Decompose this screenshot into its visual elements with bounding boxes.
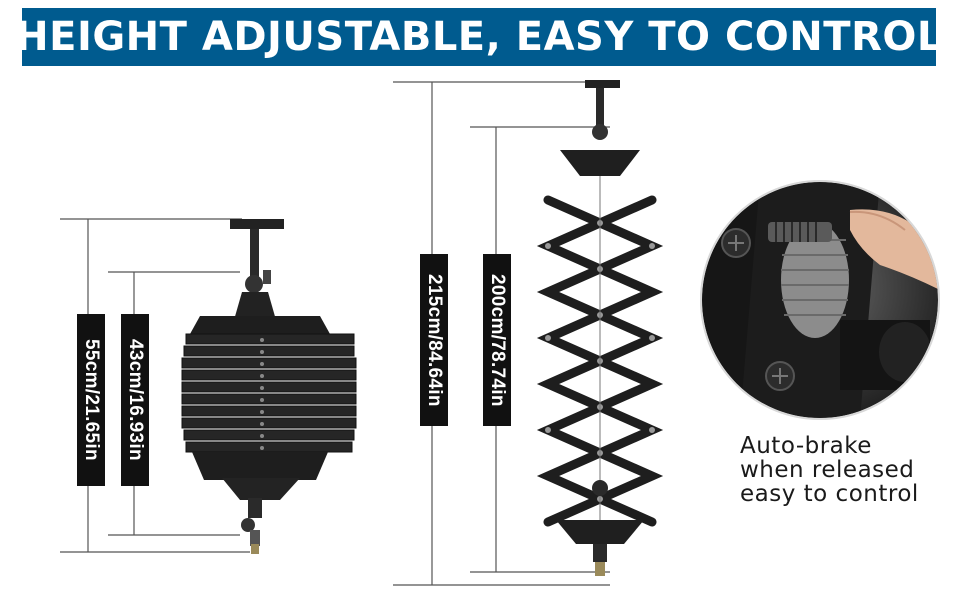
caption-line-3: easy to control — [740, 481, 919, 507]
title-banner: HEIGHT ADJUSTABLE, EASY TO CONTROL — [15, 8, 942, 66]
caption-line-2: when released — [740, 457, 915, 483]
brake-caption: Auto-brake when released easy to control — [740, 434, 950, 506]
brake-zoom-detail — [700, 180, 940, 420]
dimension-compact-body: 43cm/16.93in — [121, 314, 149, 486]
dimension-compact-total: 55cm/21.65in — [77, 314, 105, 486]
caption-line-1: Auto-brake — [740, 433, 872, 459]
dimension-extended-total: 215cm/84.64in — [420, 254, 448, 426]
extended-pantograph — [536, 80, 664, 576]
dimension-extended-body: 200cm/78.74in — [483, 254, 511, 426]
banner-title: HEIGHT ADJUSTABLE, EASY TO CONTROL — [15, 14, 943, 60]
compact-pantograph — [181, 219, 357, 554]
